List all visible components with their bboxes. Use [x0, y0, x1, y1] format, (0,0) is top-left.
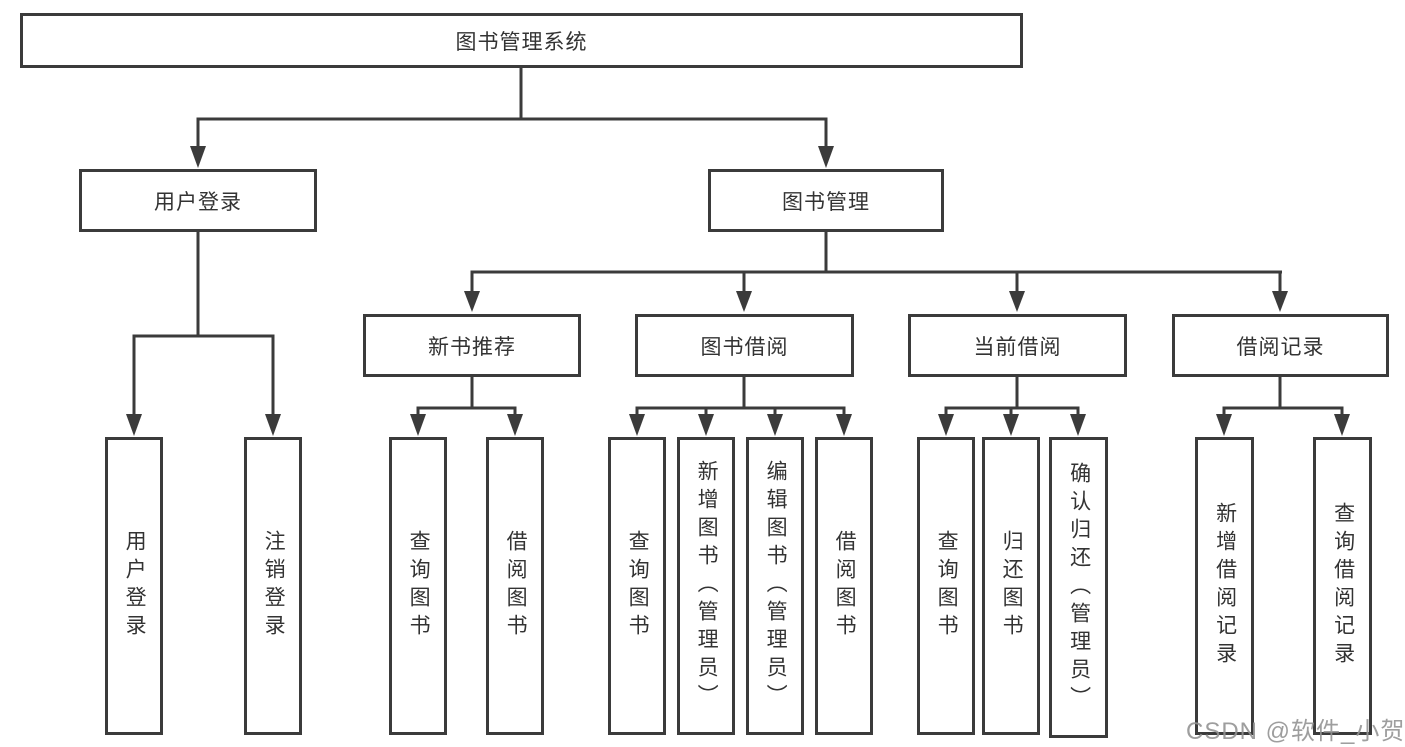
node-new-book-recommend-label: 新书推荐 — [428, 335, 516, 359]
csdn-watermark: CSDN @软件_小贺同学 — [1186, 718, 1405, 745]
arrowhead-icon — [698, 414, 714, 436]
node-root: 图书管理系统 — [20, 13, 1023, 68]
leaf-query-books-3-label: 查询图书 — [935, 530, 959, 642]
leaf-borrow-books-2-label: 借阅图书 — [833, 530, 857, 642]
leaf-logout-label: 注销登录 — [262, 530, 286, 642]
node-new-book-recommend: 新书推荐 — [363, 314, 581, 377]
leaf-query-books-1: 查询图书 — [389, 437, 447, 735]
leaf-add-book-admin: 新增图书（管理员） — [677, 437, 735, 735]
leaf-user-login-label: 用户登录 — [123, 530, 147, 642]
arrowhead-icon — [1070, 414, 1086, 436]
leaf-query-books-2: 查询图书 — [608, 437, 666, 735]
node-user-login: 用户登录 — [79, 169, 317, 232]
arrowhead-icon — [736, 291, 752, 312]
connector-book-mgmt-to-level2 — [464, 232, 1288, 312]
arrowhead-icon — [1334, 414, 1350, 436]
connector-root-to-level1 — [190, 68, 834, 168]
leaf-query-books-2-label: 查询图书 — [626, 530, 650, 642]
leaf-user-login: 用户登录 — [105, 437, 163, 735]
node-book-management-label: 图书管理 — [782, 190, 870, 214]
arrowhead-icon — [1003, 414, 1019, 436]
arrowhead-icon — [507, 414, 523, 436]
arrowhead-icon — [410, 414, 426, 436]
arrowhead-icon — [767, 414, 783, 436]
arrowhead-icon — [1216, 414, 1232, 436]
arrowhead-icon — [265, 414, 281, 436]
leaf-edit-book-admin-label: 编辑图书（管理员） — [764, 460, 788, 712]
arrowhead-icon — [126, 414, 142, 436]
connector-user-login-to-leaves — [126, 232, 281, 436]
leaf-borrow-books-1: 借阅图书 — [486, 437, 544, 735]
leaf-confirm-return-admin: 确认归还（管理员） — [1049, 437, 1108, 738]
node-borrow-record: 借阅记录 — [1172, 314, 1389, 377]
leaf-confirm-return-admin-label: 确认归还（管理员） — [1067, 461, 1091, 714]
node-current-borrow: 当前借阅 — [908, 314, 1127, 377]
leaf-query-books-3: 查询图书 — [917, 437, 975, 735]
leaf-add-borrow-record: 新增借阅记录 — [1195, 437, 1254, 735]
node-book-management: 图书管理 — [708, 169, 944, 232]
connector-new-book-to-leaves — [410, 377, 523, 436]
leaf-query-books-1-label: 查询图书 — [407, 530, 431, 642]
arrowhead-icon — [464, 291, 480, 312]
leaf-return-book-label: 归还图书 — [1000, 530, 1024, 642]
arrowhead-icon — [190, 146, 206, 168]
leaf-query-borrow-record: 查询借阅记录 — [1313, 437, 1372, 735]
leaf-query-borrow-record-label: 查询借阅记录 — [1331, 502, 1355, 670]
leaf-edit-book-admin: 编辑图书（管理员） — [746, 437, 804, 735]
node-current-borrow-label: 当前借阅 — [973, 335, 1062, 359]
leaf-return-book: 归还图书 — [982, 437, 1040, 735]
node-book-borrow-label: 图书借阅 — [700, 335, 789, 359]
node-borrow-record-label: 借阅记录 — [1236, 335, 1325, 359]
arrowhead-icon — [629, 414, 645, 436]
arrowhead-icon — [1009, 291, 1025, 312]
arrowhead-icon — [836, 414, 852, 436]
connector-borrow-record-to-leaves — [1216, 377, 1350, 436]
connector-current-borrow-to-leaves — [938, 377, 1086, 436]
node-root-label: 图书管理系统 — [455, 30, 588, 54]
leaf-logout: 注销登录 — [244, 437, 302, 735]
arrowhead-icon — [818, 146, 834, 168]
leaf-borrow-books-2: 借阅图书 — [815, 437, 873, 735]
arrowhead-icon — [1272, 291, 1288, 312]
node-book-borrow: 图书借阅 — [635, 314, 854, 377]
connector-book-borrow-to-leaves — [629, 377, 852, 436]
arrowhead-icon — [938, 414, 954, 436]
leaf-add-book-admin-label: 新增图书（管理员） — [695, 460, 719, 712]
leaf-borrow-books-1-label: 借阅图书 — [504, 530, 528, 642]
leaf-add-borrow-record-label: 新增借阅记录 — [1213, 502, 1237, 670]
node-user-login-label: 用户登录 — [154, 190, 242, 214]
